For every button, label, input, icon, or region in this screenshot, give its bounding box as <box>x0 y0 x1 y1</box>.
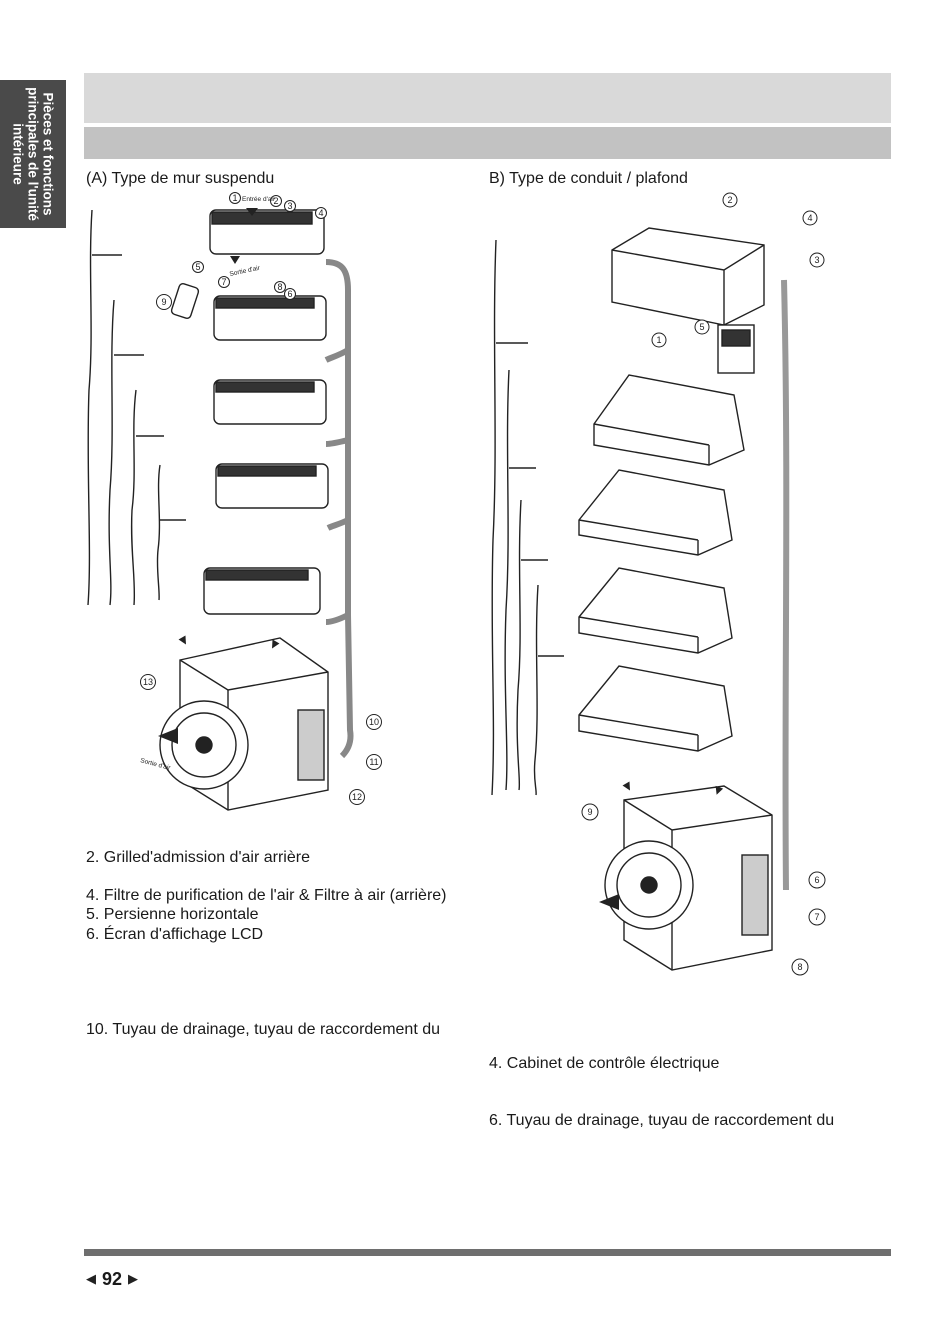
callout-a-5: 5 <box>195 262 200 272</box>
list-item: 2. Grilled'admission d'air arrière <box>86 849 310 866</box>
triangle-right-icon[interactable]: ▶ <box>128 1271 139 1286</box>
list-item: 6. Tuyau de drainage, tuyau de raccordem… <box>489 1112 835 1129</box>
callout-b-9: 9 <box>587 807 592 817</box>
list-item: 5. Persienne horizontale <box>86 906 259 923</box>
callout-b-2: 2 <box>727 195 732 205</box>
subheader-band <box>84 127 891 159</box>
section-a-title: (A) Type de mur suspendu <box>86 170 275 187</box>
callout-a-9: 9 <box>161 297 166 307</box>
section-b-title: B) Type de conduit / plafond <box>489 170 688 187</box>
callout-b-3: 3 <box>814 255 819 265</box>
callout-a-6: 6 <box>287 289 292 299</box>
callout-a-7: 7 <box>221 277 226 287</box>
triangle-left-icon[interactable]: ◀ <box>86 1271 96 1286</box>
callout-a-11: 11 <box>369 757 378 767</box>
footer-bar <box>84 1249 891 1256</box>
sidebar-tab <box>0 80 66 228</box>
callout-b-5: 5 <box>699 322 704 332</box>
list-item: 4. Filtre de purification de l'air & Fil… <box>86 887 447 904</box>
list-item: 6. Écran d'affichage LCD <box>86 926 264 943</box>
wall-mounted-figure: 1 2 3 4 5 6 7 8 9 10 11 12 13 Entrée d'a… <box>87 192 382 811</box>
callout-a-10: 10 <box>369 717 379 727</box>
ducted-figure: 1 2 3 4 5 6 7 8 9 <box>491 192 826 976</box>
callout-a-12: 12 <box>352 792 362 802</box>
callout-b-4: 4 <box>807 213 812 223</box>
page-number: 92 <box>102 1268 123 1289</box>
header-band <box>84 73 891 123</box>
callout-a-1: 1 <box>232 193 237 203</box>
callout-b-8: 8 <box>797 962 802 972</box>
callout-b-7: 7 <box>814 912 819 922</box>
callout-a-8: 8 <box>277 282 282 292</box>
air-out-indoor-label: Sortie d'air <box>229 265 261 278</box>
list-item: 10. Tuyau de drainage, tuyau de raccorde… <box>86 1021 441 1038</box>
pagination: ◀ 92 ▶ <box>86 1268 138 1290</box>
callout-b-1: 1 <box>656 335 661 345</box>
callout-a-13: 13 <box>143 677 153 687</box>
callout-a-4: 4 <box>318 208 323 218</box>
callout-a-2: 2 <box>273 196 278 206</box>
callout-b-6: 6 <box>814 875 819 885</box>
air-in-label: Entrée d'air <box>242 196 276 203</box>
sidebar-tab-label: Pièces et fonctions principales de l'uni… <box>10 87 56 221</box>
callout-a-3: 3 <box>287 201 292 211</box>
list-item: 4. Cabinet de contrôle électrique <box>489 1055 720 1072</box>
